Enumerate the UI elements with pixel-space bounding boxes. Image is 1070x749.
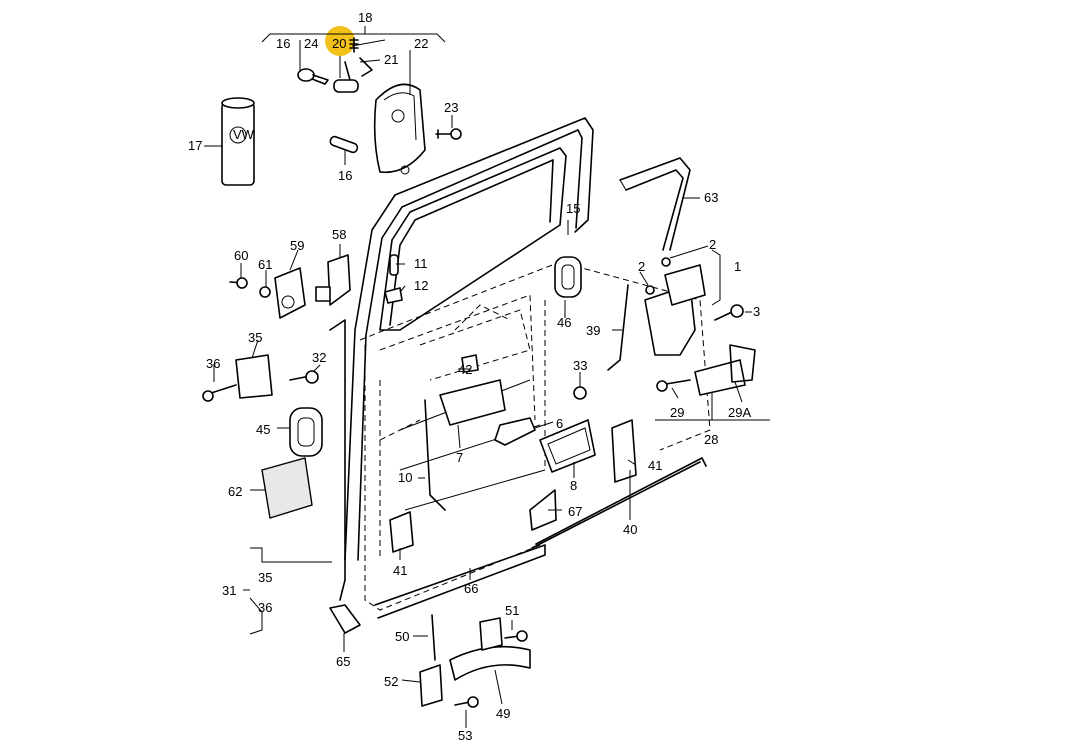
pin [329, 135, 359, 154]
label-40: 40 [623, 522, 637, 537]
label-42: 42 [458, 362, 472, 377]
label-2-mid: 2 [638, 259, 645, 274]
label-15: 15 [566, 201, 580, 216]
label-22: 22 [414, 36, 428, 51]
label-35-top: 35 [248, 330, 262, 345]
label-16-top: 16 [276, 36, 290, 51]
clips-11-12 [384, 254, 403, 304]
check-strap [419, 614, 531, 708]
label-61: 61 [258, 257, 272, 272]
bolt-23 [435, 128, 462, 140]
leader-lines [204, 26, 770, 728]
key [297, 68, 329, 85]
door-lock [607, 257, 706, 371]
striker [656, 344, 756, 396]
label-33: 33 [573, 358, 587, 373]
label-11: 11 [414, 256, 428, 271]
exterior-handle [373, 83, 426, 175]
bolt-3 [714, 304, 744, 321]
label-60: 60 [234, 248, 248, 263]
label-41-bottom: 41 [393, 563, 407, 578]
handle-bezel [539, 419, 596, 473]
remote-control [439, 354, 536, 446]
label-3: 3 [753, 304, 760, 319]
upper-hinge [202, 354, 319, 402]
callout-labels: 18 16 24 20 22 21 23 17 16 63 15 2 1 2 3… [188, 10, 760, 743]
lock-cylinder [333, 37, 373, 93]
label-35-bottom: 35 [258, 570, 272, 585]
label-67: 67 [568, 504, 582, 519]
label-29: 29 [670, 405, 684, 420]
bracket-41 [611, 419, 637, 483]
door-limiter-parts [229, 254, 351, 319]
label-1: 1 [734, 259, 741, 274]
label-39: 39 [586, 323, 600, 338]
label-41-right: 41 [648, 458, 662, 473]
label-16-bottom: 16 [338, 168, 352, 183]
label-20: 20 [332, 36, 346, 51]
label-21: 21 [384, 52, 398, 67]
label-50: 50 [395, 629, 409, 644]
label-17: 17 [188, 138, 202, 153]
grommet-46 [554, 256, 582, 298]
label-45: 45 [256, 422, 270, 437]
rod-and-bracket [389, 399, 446, 553]
label-62: 62 [228, 484, 242, 499]
label-18: 18 [358, 10, 372, 25]
label-28: 28 [704, 432, 718, 447]
svg-text:VW: VW [233, 127, 255, 142]
label-63: 63 [704, 190, 718, 205]
damper-pad [261, 457, 313, 519]
label-36-top: 36 [206, 356, 220, 371]
label-58: 58 [332, 227, 346, 242]
part-65 [329, 604, 361, 634]
label-53: 53 [458, 728, 472, 743]
label-52: 52 [384, 674, 398, 689]
rod-40-67 [529, 457, 707, 549]
label-23: 23 [444, 100, 458, 115]
label-31: 31 [222, 583, 236, 598]
cap-33 [573, 386, 587, 400]
label-2-top: 2 [709, 237, 716, 252]
label-46: 46 [557, 315, 571, 330]
label-29A: 29A [728, 405, 751, 420]
label-65: 65 [336, 654, 350, 669]
door-panel [329, 117, 711, 619]
label-6: 6 [556, 416, 563, 431]
label-8: 8 [570, 478, 577, 493]
label-32: 32 [312, 350, 326, 365]
label-59: 59 [290, 238, 304, 253]
label-24: 24 [304, 36, 318, 51]
spray-can: VW [221, 97, 255, 186]
label-49: 49 [496, 706, 510, 721]
label-66: 66 [464, 581, 478, 596]
window-channel [619, 157, 691, 251]
grommet-45 [289, 407, 323, 457]
label-12: 12 [414, 278, 428, 293]
label-36-bottom: 36 [258, 600, 272, 615]
label-51: 51 [505, 603, 519, 618]
label-10: 10 [398, 470, 412, 485]
label-7: 7 [456, 450, 463, 465]
